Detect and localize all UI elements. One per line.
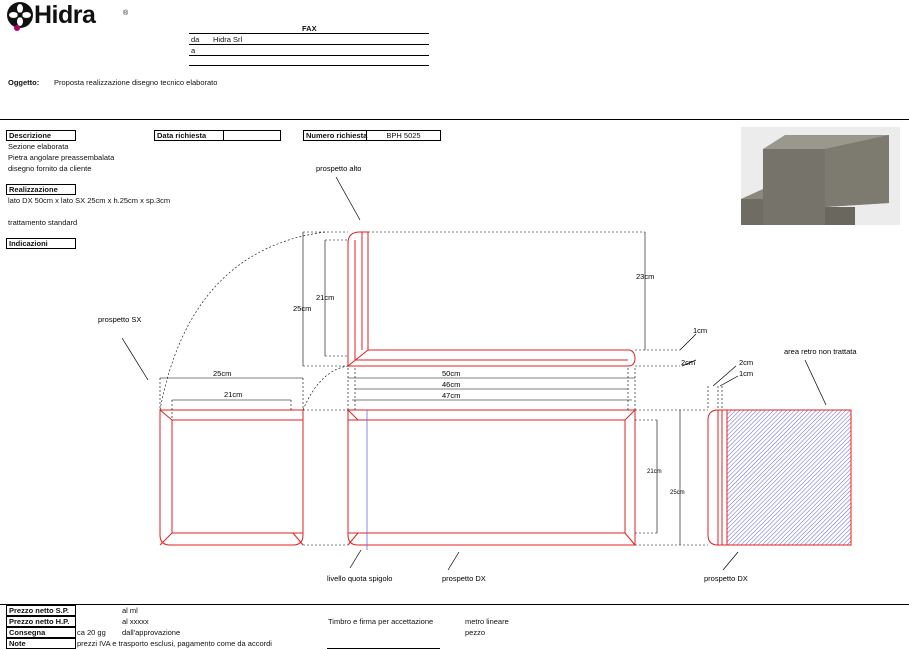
note-label: Note	[6, 638, 76, 649]
consegna-label: Consegna	[6, 627, 76, 638]
label-prospetto-alto: prospetto alto	[316, 164, 361, 173]
label-area-retro: area retro non trattata	[784, 347, 857, 356]
realizzazione-line-2: trattamento standard	[8, 218, 78, 227]
dim-2a: 2cm	[681, 358, 695, 367]
consegna-value-1: ca 20 gg	[77, 628, 106, 637]
pezzo-label: pezzo	[465, 628, 486, 637]
retro-shape	[707, 409, 852, 546]
fax-da-value: Hidra Srl	[213, 35, 243, 44]
label-livello: livello quota spigolo	[327, 574, 392, 583]
descrizione-label: Descrizione	[6, 130, 76, 141]
data-richiesta-value[interactable]	[223, 130, 281, 141]
prospetto-dx-shape	[347, 409, 636, 546]
numero-richiesta-value: BPH 5025	[366, 130, 441, 141]
dim-50: 50cm	[442, 369, 460, 378]
footer-divider	[0, 604, 909, 605]
logo-text: Hidra	[34, 1, 96, 29]
hidra-logo: Hidra ®	[6, 1, 131, 33]
indicazioni-label: Indicazioni	[6, 238, 76, 249]
prezzo-hp-value: al xxxxx	[122, 617, 149, 626]
fax-a-label: a	[191, 46, 196, 55]
consegna-value-2: dall'approvazione	[122, 628, 181, 637]
prezzo-sp-label: Prezzo netto S.P.	[6, 605, 76, 616]
dim-21c: 21cm	[647, 469, 662, 475]
descrizione-line-3: disegno fornito da cliente	[8, 164, 92, 173]
oggetto-value: Proposta realizzazione disegno tecnico e…	[54, 78, 218, 87]
label-prospetto-sx: prospetto SX	[98, 315, 141, 324]
leader-lines	[121, 176, 827, 571]
dim-21a: 21cm	[316, 293, 334, 302]
flower-logo-icon	[7, 2, 33, 31]
prospetto-alto-shape	[347, 231, 636, 367]
fax-title: FAX	[302, 24, 317, 33]
dim-25a: 25cm	[293, 304, 311, 313]
logo-registered: ®	[123, 10, 129, 17]
descrizione-line-2: Pietra angolare preassembalata	[8, 153, 115, 162]
dim-1a: 1cm	[693, 326, 707, 335]
label-prospetto-dx-1: prospetto DX	[442, 574, 486, 583]
fax-line-2	[189, 44, 429, 45]
descrizione-line-1: Sezione elaborata	[8, 142, 69, 151]
fax-line-4	[189, 65, 429, 66]
dim-25c: 25cm	[670, 490, 685, 496]
fax-line-1	[189, 33, 429, 34]
dim-23: 23cm	[636, 272, 654, 281]
fax-line-3	[189, 55, 429, 56]
dimension-lines	[159, 231, 723, 546]
header-divider	[0, 119, 909, 120]
dim-47: 47cm	[442, 391, 460, 400]
signature-line[interactable]	[327, 648, 440, 649]
prezzo-sp-value: al ml	[122, 606, 138, 615]
timbro-label: Timbro e firma per accettazione	[328, 617, 434, 626]
dim-2b: 2cm	[739, 358, 753, 367]
realizzazione-line-1: lato DX 50cm x lato SX 25cm x h.25cm x s…	[8, 196, 171, 205]
metro-lineare-label: metro lineare	[465, 617, 509, 626]
fax-da-label: da	[191, 35, 200, 44]
dim-21b: 21cm	[224, 390, 242, 399]
prezzo-hp-label: Prezzo netto H.P.	[6, 616, 76, 627]
dim-46: 46cm	[442, 380, 460, 389]
oggetto-label: Oggetto:	[8, 78, 40, 87]
dim-1b: 1cm	[739, 369, 753, 378]
stone-corner-photo	[741, 127, 900, 225]
note-value: prezzi IVA e trasporto esclusi, pagament…	[77, 639, 272, 648]
label-prospetto-dx-2: prospetto DX	[704, 574, 748, 583]
realizzazione-label: Realizzazione	[6, 184, 76, 195]
prospetto-sx-shape	[159, 409, 304, 546]
dim-25b: 25cm	[213, 369, 231, 378]
